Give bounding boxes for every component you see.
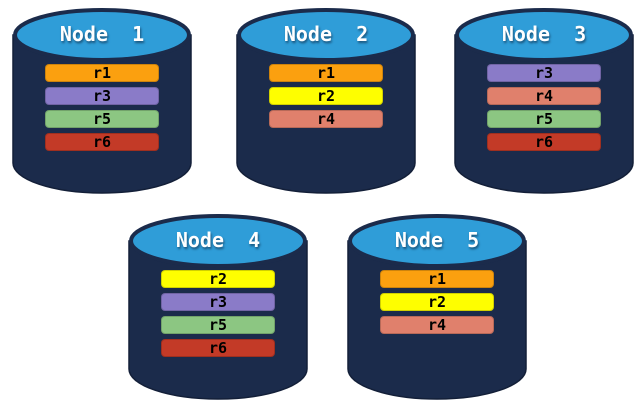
replica-list: r1 r2 r4 — [269, 64, 383, 128]
replica-bar-r2: r2 — [380, 293, 494, 311]
node-title: Node 5 — [394, 228, 480, 252]
replica-bar-r3: r3 — [45, 87, 159, 105]
replica-bar-r3: r3 — [161, 293, 275, 311]
replica-bar-r5: r5 — [45, 110, 159, 128]
node-4: Node 4 r2 r3 r5 r6 — [126, 211, 310, 401]
node-title: Node 2 — [283, 22, 369, 46]
replica-bar-r6: r6 — [161, 339, 275, 357]
replica-bar-r1: r1 — [380, 270, 494, 288]
node-3: Node 3 r3 r4 r5 r6 — [452, 5, 636, 195]
replica-bar-r3: r3 — [487, 64, 601, 82]
replica-list: r2 r3 r5 r6 — [161, 270, 275, 357]
node-title: Node 1 — [59, 22, 145, 46]
replica-bar-r1: r1 — [45, 64, 159, 82]
node-1: Node 1 r1 r3 r5 r6 — [10, 5, 194, 195]
replica-bar-r1: r1 — [269, 64, 383, 82]
replica-bar-r4: r4 — [380, 316, 494, 334]
replica-list: r1 r3 r5 r6 — [45, 64, 159, 151]
replica-list: r1 r2 r4 — [380, 270, 494, 334]
replica-bar-r4: r4 — [269, 110, 383, 128]
replica-bar-r2: r2 — [161, 270, 275, 288]
replica-bar-r5: r5 — [161, 316, 275, 334]
replica-bar-r2: r2 — [269, 87, 383, 105]
replica-bar-r6: r6 — [487, 133, 601, 151]
replica-bar-r6: r6 — [45, 133, 159, 151]
node-title: Node 3 — [501, 22, 587, 46]
node-2: Node 2 r1 r2 r4 — [234, 5, 418, 195]
node-title: Node 4 — [175, 228, 261, 252]
replica-bar-r5: r5 — [487, 110, 601, 128]
replica-list: r3 r4 r5 r6 — [487, 64, 601, 151]
node-5: Node 5 r1 r2 r4 — [345, 211, 529, 401]
replica-bar-r4: r4 — [487, 87, 601, 105]
